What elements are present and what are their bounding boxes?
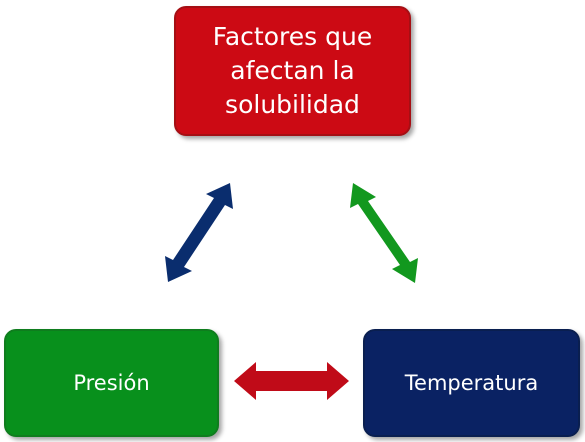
- node-factores-solubilidad: Factores que afectan la solubilidad: [174, 6, 411, 136]
- node-presion: Presión: [4, 329, 219, 437]
- node-temperatura: Temperatura: [363, 329, 580, 437]
- arrow-top-temperatura: [350, 183, 418, 283]
- node-factores-line: Factores que: [212, 22, 373, 51]
- arrow-top-presion: [165, 183, 233, 282]
- node-factores-line: afectan la: [230, 56, 355, 85]
- node-presion-label: Presión: [73, 371, 150, 395]
- node-temperatura-label: Temperatura: [404, 371, 539, 395]
- arrow-presion-temperatura: [234, 362, 349, 400]
- node-factores-line: solubilidad: [225, 90, 360, 119]
- node-factores-label: Factores que afectan la solubilidad: [213, 20, 372, 122]
